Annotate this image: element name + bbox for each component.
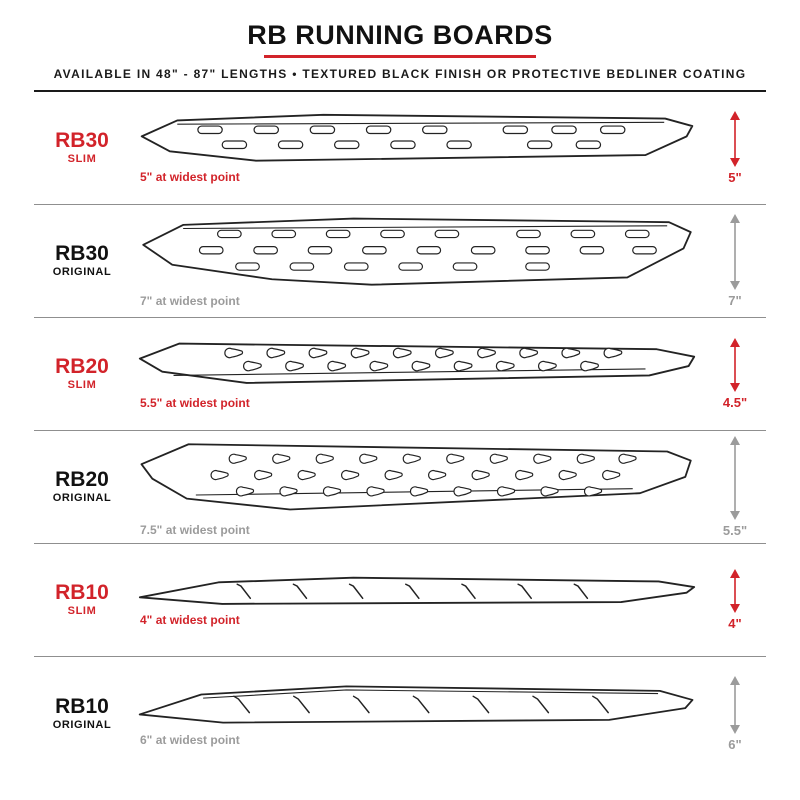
rb10-original-drawing — [138, 685, 694, 724]
variant-name: SLIM — [67, 379, 97, 392]
board-row-rb20-original: RB20 ORIGINAL — [34, 431, 766, 544]
board-label: RB10 SLIM — [34, 582, 130, 618]
drawing-area: 4" at widest point — [130, 573, 704, 627]
width-note: 5.5" at widest point — [140, 395, 250, 410]
drawing-area: 6" at widest point — [130, 680, 704, 748]
side-measure: 5.5" — [722, 523, 748, 538]
side-measure: 4" — [728, 616, 742, 631]
measure-column: 4.5" — [704, 338, 766, 410]
height-arrow — [730, 569, 740, 613]
board-label: RB20 ORIGINAL — [34, 469, 130, 505]
page-subtitle: AVAILABLE IN 48" - 87" LENGTHS • TEXTURE… — [53, 67, 747, 81]
height-arrow — [730, 111, 740, 167]
model-name: RB30 — [55, 242, 109, 266]
page-title: RB RUNNING BOARDS — [247, 20, 553, 50]
board-label: RB20 SLIM — [34, 356, 130, 392]
variant-name: ORIGINAL — [52, 718, 112, 731]
rb10-slim-drawing — [138, 576, 696, 605]
board-row-rb30-slim: RB30 SLIM — [34, 92, 766, 205]
board-row-rb10-original: RB10 ORIGINAL 6" at widest point — [34, 657, 766, 770]
width-note: 7" at widest point — [140, 293, 240, 308]
width-note: 6" at widest point — [140, 733, 240, 748]
drawing-area: 7" at widest point — [130, 214, 704, 308]
rb30-slim-drawing — [140, 114, 694, 162]
model-name: RB20 — [55, 355, 109, 379]
variant-name: ORIGINAL — [52, 492, 112, 505]
measure-column: 5" — [704, 111, 766, 185]
model-name: RB10 — [55, 581, 109, 605]
board-label: RB30 ORIGINAL — [34, 243, 130, 279]
board-row-rb10-slim: RB10 SLIM 4" at widest point — [34, 544, 766, 657]
variant-name: ORIGINAL — [52, 266, 112, 279]
board-row-rb20-slim: RB20 SLIM 5.5" at wide — [34, 318, 766, 431]
header-divider — [34, 90, 766, 92]
measure-column: 7" — [704, 214, 766, 308]
side-measure: 5" — [728, 170, 742, 185]
model-name: RB20 — [55, 468, 109, 492]
rb30-original-drawing — [142, 218, 692, 287]
side-measure: 6" — [728, 736, 742, 752]
side-measure: 4.5" — [722, 395, 748, 410]
page: RB RUNNING BOARDS AVAILABLE IN 48" - 87"… — [34, 20, 766, 770]
measure-column: 6" — [704, 675, 766, 752]
height-arrow — [730, 338, 740, 392]
model-name: RB30 — [55, 129, 109, 153]
side-measure: 7" — [728, 293, 742, 308]
rb20-original-drawing — [140, 443, 692, 511]
measure-column: 5.5" — [704, 436, 766, 538]
height-arrow — [730, 214, 740, 290]
variant-name: SLIM — [67, 153, 97, 166]
drawing-area: 5.5" at widest point — [130, 338, 704, 410]
height-arrow — [730, 436, 740, 520]
board-row-rb30-original: RB30 ORIGINAL — [34, 205, 766, 318]
drawing-area: 5" at widest point — [130, 112, 704, 184]
board-label: RB30 SLIM — [34, 130, 130, 166]
height-arrow — [730, 675, 740, 734]
width-note: 7.5" at widest point — [140, 523, 250, 538]
board-label: RB10 ORIGINAL — [34, 694, 130, 732]
model-name: RB10 — [55, 694, 109, 718]
variant-name: SLIM — [67, 605, 97, 618]
measure-column: 4" — [704, 569, 766, 631]
rb20-slim-drawing — [138, 343, 696, 385]
drawing-area: 7.5" at widest point — [130, 437, 704, 537]
title-underline — [264, 55, 536, 58]
width-note: 4" at widest point — [140, 613, 240, 628]
width-note: 5" at widest point — [140, 169, 240, 184]
